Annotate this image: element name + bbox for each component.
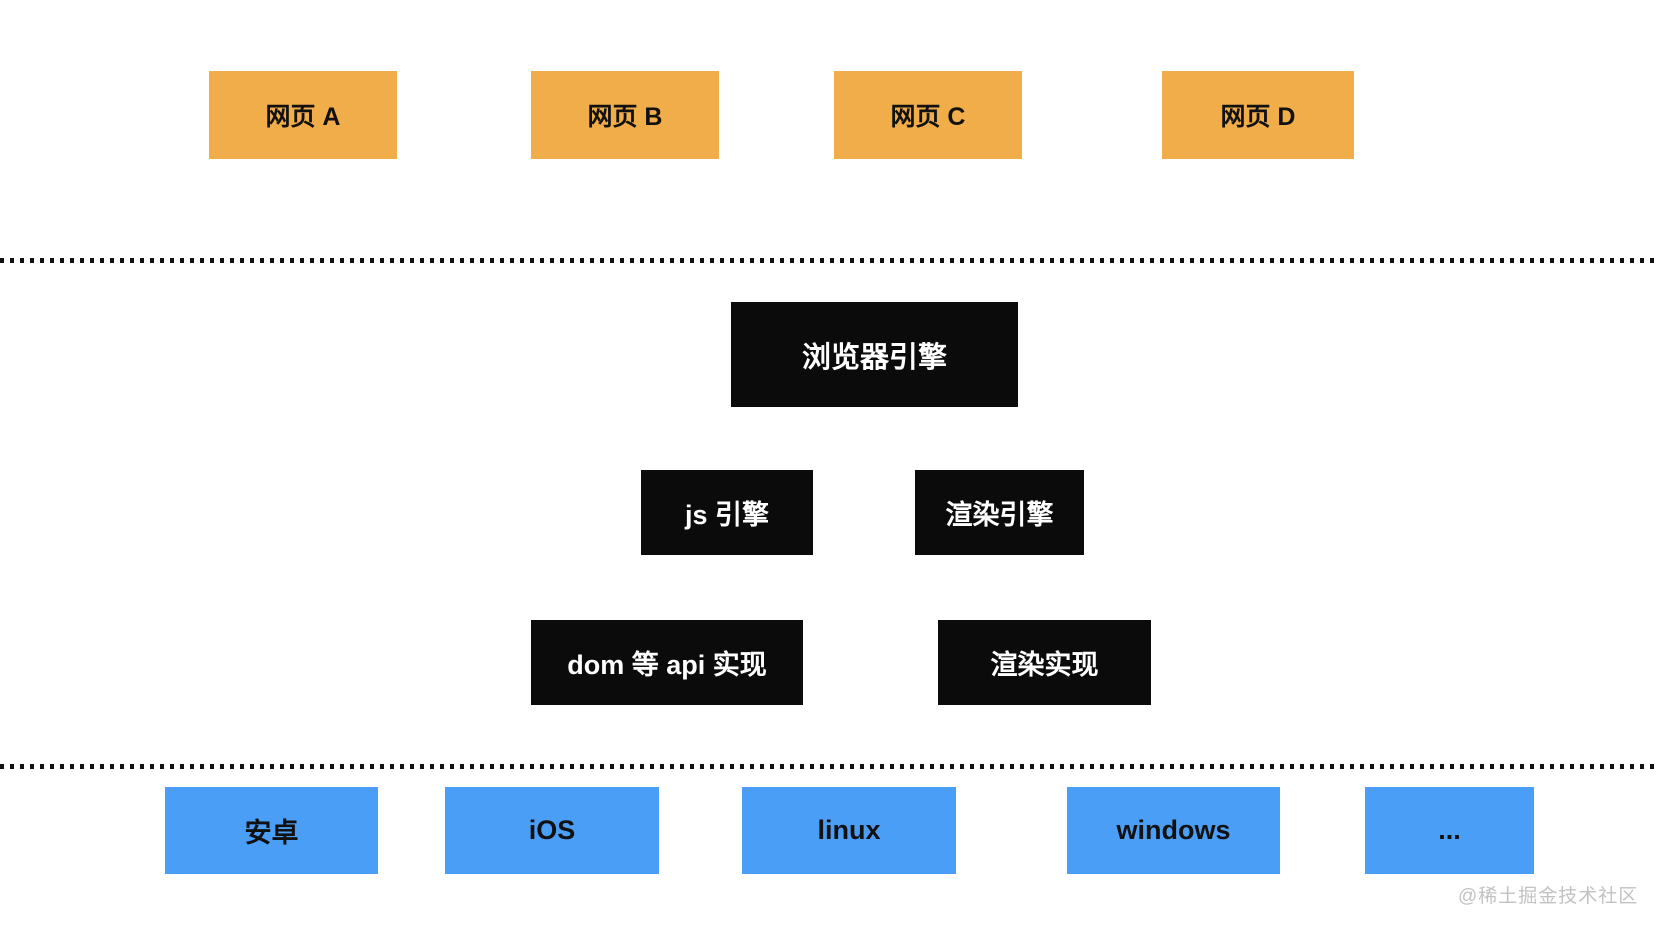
webpage-d-label: 网页 D <box>1220 103 1296 131</box>
render-impl-box: 渲染实现 <box>938 620 1151 705</box>
dom-api-impl-box: dom 等 api 实现 <box>531 620 803 705</box>
separator-line-bottom <box>0 764 1656 769</box>
os-ios-label: iOS <box>528 815 576 845</box>
os-linux-label: linux <box>817 815 881 845</box>
webpage-a-label: 网页 A <box>265 103 341 131</box>
render-engine-box: 渲染引擎 <box>915 470 1084 555</box>
os-ios-box: iOS <box>445 787 659 874</box>
js-engine-label: js 引擎 <box>684 500 770 530</box>
webpage-d-box: 网页 D <box>1162 71 1354 159</box>
os-windows-label: windows <box>1116 815 1231 845</box>
webpage-b-label: 网页 B <box>587 103 663 131</box>
os-windows-box: windows <box>1067 787 1280 874</box>
webpage-a-box: 网页 A <box>209 71 397 159</box>
os-linux-box: linux <box>742 787 956 874</box>
dom-api-impl-label: dom 等 api 实现 <box>567 650 767 680</box>
render-engine-label: 渲染引擎 <box>945 500 1054 530</box>
os-android-box: 安卓 <box>165 787 378 874</box>
os-ellipsis-label: ... <box>1438 815 1461 845</box>
os-android-label: 安卓 <box>244 818 299 848</box>
watermark: @稀土掘金技术社区 <box>1458 886 1639 907</box>
render-impl-label: 渲染实现 <box>990 650 1099 680</box>
js-engine-box: js 引擎 <box>641 470 813 555</box>
webpage-b-box: 网页 B <box>531 71 719 159</box>
browser-engine-box: 浏览器引擎 <box>731 302 1018 407</box>
browser-engine-label: 浏览器引擎 <box>801 341 947 374</box>
webpage-c-box: 网页 C <box>834 71 1022 159</box>
os-ellipsis-box: ... <box>1365 787 1534 874</box>
webpage-c-label: 网页 C <box>890 103 966 131</box>
separator-line-top <box>0 258 1656 263</box>
